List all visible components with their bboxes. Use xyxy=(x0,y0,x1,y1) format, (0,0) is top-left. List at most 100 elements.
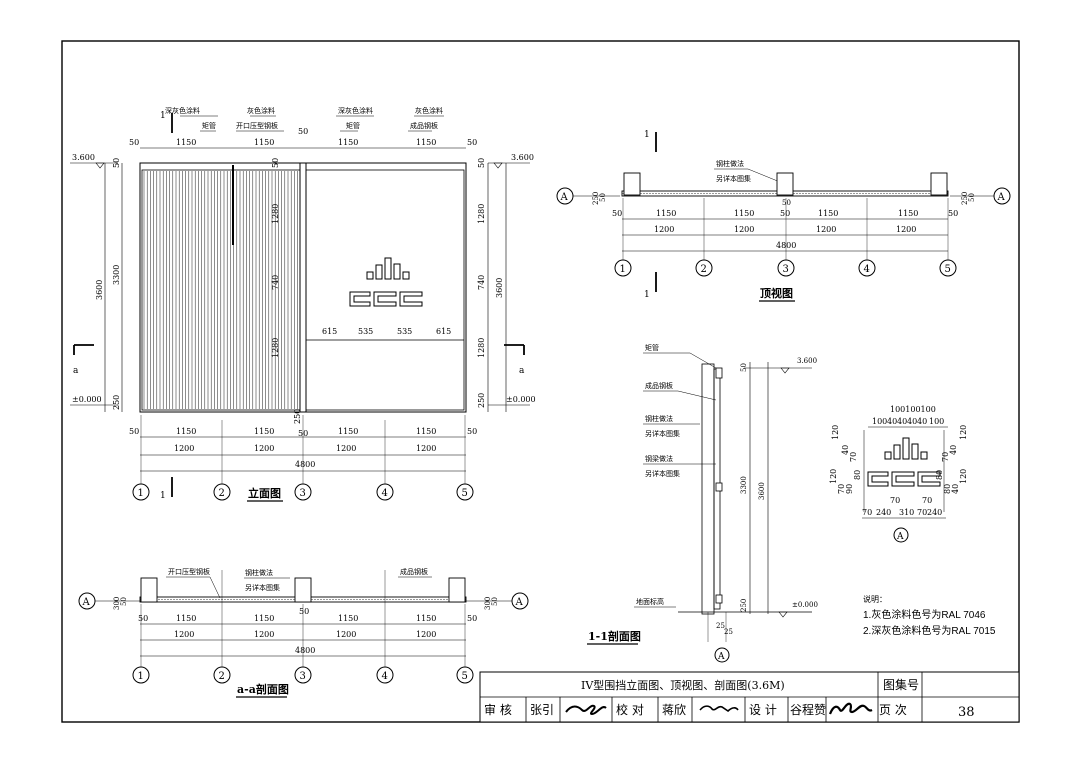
elev-left-dim-250: 250 xyxy=(112,395,121,410)
elev-right-dim-50: 50 xyxy=(477,158,486,168)
plan-axis-2: 2 xyxy=(701,264,707,275)
plan-dim2-3: 1200 xyxy=(816,225,836,234)
page-number: 38 xyxy=(958,705,975,720)
plan-dim-1: 50 xyxy=(612,209,622,218)
designer-signature xyxy=(828,702,873,715)
logo-right-6: 80 xyxy=(935,470,944,480)
aa-dim-2: 1150 xyxy=(176,614,196,623)
logo-top2-3: 40 xyxy=(907,417,917,426)
logo-top2-1: 40 xyxy=(887,417,897,426)
plan-axis-1: 1 xyxy=(620,264,626,275)
elev-bot-dim-3: 1150 xyxy=(254,427,274,436)
elevation-view: 深灰色涂料 矩管 灰色涂料 开口压型钢板 深灰色涂料 矩管 灰色涂料 成品钢板 … xyxy=(70,106,536,502)
plan-axis-5: 5 xyxy=(945,264,951,275)
aa-dim2-4: 1200 xyxy=(416,630,436,639)
aa-dim-5: 1150 xyxy=(338,614,358,623)
elev-top-label-8: 成品钢板 xyxy=(410,121,438,130)
logo-bot2-1: 240 xyxy=(876,508,891,517)
aa-label-4: 成品钢板 xyxy=(400,567,428,576)
logo-left-2: 70 xyxy=(849,452,858,462)
section-aa-view: 开口压型钢板 钢柱做法 另详本图集 成品钢板 A A 300 50 300 50… xyxy=(78,567,529,698)
elev-bot2-dim-1: 1200 xyxy=(174,444,194,453)
aa-side-dim-left-50: 50 xyxy=(120,597,128,606)
s11-level-bottom: ±0.000 xyxy=(792,601,818,609)
plan-title: 顶视图 xyxy=(760,286,793,300)
page-label: 页 次 xyxy=(879,703,907,717)
elev-right-dim-250: 250 xyxy=(477,393,486,408)
logo-right-1: 40 xyxy=(949,445,958,455)
aa-axis-1: 1 xyxy=(138,671,144,682)
elev-axis-bubbles: 1 2 3 4 5 xyxy=(132,415,474,501)
s11-level-top: 3.600 xyxy=(797,357,817,365)
plan-dim-5: 1150 xyxy=(818,209,838,218)
elev-top-label-4: 开口压型钢板 xyxy=(236,121,278,130)
aa-dim2-2: 1200 xyxy=(254,630,274,639)
plan-axis-4: 4 xyxy=(864,264,870,275)
elev-section-mark-top: 1 xyxy=(160,111,166,121)
aa-mark-left: A xyxy=(82,597,91,608)
aa-axis-3: 3 xyxy=(300,671,306,682)
elev-section-a-left: a xyxy=(73,366,79,376)
logo-top-dims: 100100100 xyxy=(890,405,936,414)
plan-dim2-2: 1200 xyxy=(734,225,754,234)
plan-dim-3: 1150 xyxy=(734,209,754,218)
elev-total: 4800 xyxy=(295,460,315,469)
plan-side-dim-left-250: 250 xyxy=(592,192,600,205)
elev-top-dim-4: 50 xyxy=(298,127,308,136)
logo-left-5: 90 xyxy=(845,484,854,494)
elev-top-label-6: 矩管 xyxy=(346,121,360,130)
aa-dim-6: 1150 xyxy=(416,614,436,623)
aa-axis-4: 4 xyxy=(382,671,388,682)
elev-bot2-dim-4: 1200 xyxy=(416,444,436,453)
logo-graphic xyxy=(349,257,423,307)
notes-title: 说明： xyxy=(863,594,887,604)
elev-top-label-5: 深灰色涂料 xyxy=(338,106,373,115)
aa-dim-3: 1150 xyxy=(254,614,274,623)
logo-right-3: 120 xyxy=(959,469,968,484)
plan-axis-bubbles: 1 2 3 4 5 xyxy=(614,198,957,277)
elev-level-bottom-right: ±0.000 xyxy=(506,395,536,404)
logo-right-dims: 120 40 70 120 40 80 80 xyxy=(935,425,968,494)
elev-top-label-2: 矩管 xyxy=(202,121,216,130)
logo-left-4: 70 xyxy=(837,484,846,494)
logo-right-5: 80 xyxy=(943,484,952,494)
s11-label-2: 成品钢板 xyxy=(645,381,673,390)
notes: 说明： 1.灰色涂料色号为RAL 7046 2.深灰色涂料色号为RAL 7015 xyxy=(863,594,996,637)
s11-label-6: 另详本图集 xyxy=(645,469,680,478)
s11-bottom-dim-2: 25 xyxy=(724,628,733,636)
aa-dim-4: 50 xyxy=(299,607,309,616)
aa-axis-bubbles: 1 2 3 4 5 xyxy=(132,570,474,684)
logo-right-4: 40 xyxy=(951,484,960,494)
elev-inner-dim-740: 740 xyxy=(271,275,280,290)
s11-mark: A xyxy=(717,652,725,662)
elev-left-dim-outer: 3600 xyxy=(95,280,104,300)
aa-dim2-3: 1200 xyxy=(336,630,356,639)
aa-side-dim-right-300: 300 xyxy=(484,597,492,610)
reviewer-name: 张引 xyxy=(530,703,554,717)
s11-dim-3600: 3600 xyxy=(758,482,766,500)
plan-dim-4: 50 xyxy=(780,209,790,218)
aa-axis-2: 2 xyxy=(219,671,225,682)
checker-signature xyxy=(699,705,739,713)
elev-bot-dim-2: 1150 xyxy=(176,427,196,436)
top-view: 1 1 钢柱做法 另详本图集 A A 250 50 250 50 50 1150… xyxy=(556,130,1011,302)
aa-label-2: 钢柱做法 xyxy=(245,568,273,577)
elev-section-mark-bottom: 1 xyxy=(160,491,166,501)
review-label: 审 核 xyxy=(484,702,512,717)
aa-label-1: 开口压型钢板 xyxy=(168,567,210,576)
elev-top-label-3: 灰色涂料 xyxy=(247,106,275,115)
plan-label-2: 另详本图集 xyxy=(716,174,751,183)
s11-dim-3300: 3300 xyxy=(740,476,748,494)
logo-top2-4: 40 xyxy=(917,417,927,426)
elev-right-dim-1280b: 1280 xyxy=(477,338,486,358)
plan-section-mark-bottom: 1 xyxy=(644,290,650,300)
logo-bot2-2: 310 xyxy=(899,508,914,517)
elev-top-dim-3: 1150 xyxy=(254,138,274,147)
plan-dim-6: 1150 xyxy=(898,209,918,218)
elev-mid-dim-4: 615 xyxy=(436,327,451,336)
title-block: IV型围挡立面图、顶视图、剖面图(3.6M) 图集号 审 核 张引 校 对 蒋欣… xyxy=(479,671,1020,723)
logo-bot2-0: 70 xyxy=(862,508,872,517)
drawing-title: IV型围挡立面图、顶视图、剖面图(3.6M) xyxy=(581,678,785,692)
s11-dim-50: 50 xyxy=(740,363,748,372)
